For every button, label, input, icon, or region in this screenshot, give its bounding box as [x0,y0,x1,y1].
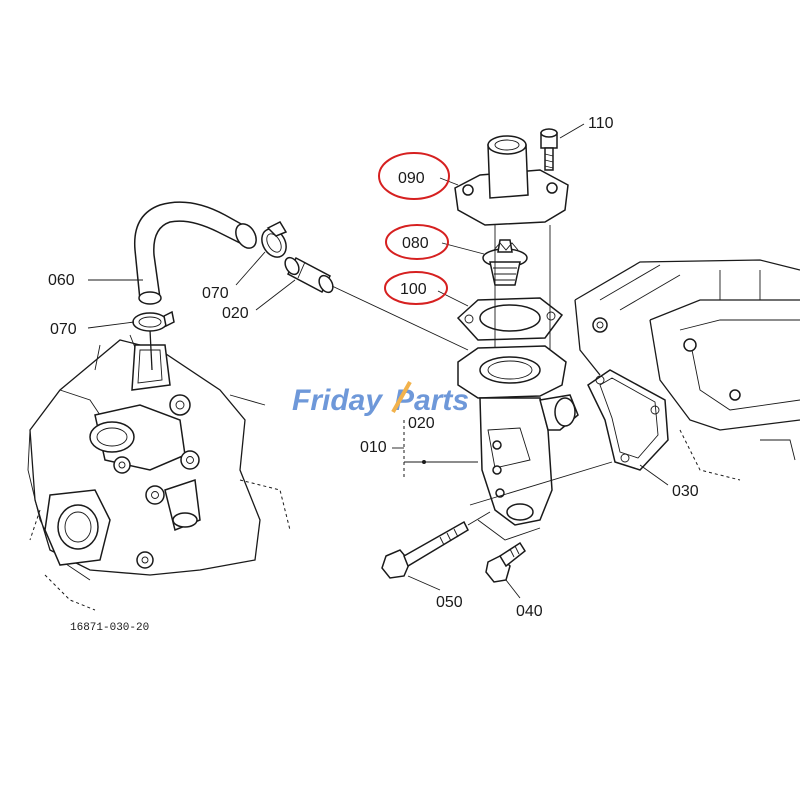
gasket-030 [587,369,669,471]
engine-block-right [574,259,800,481]
diagram-reference-code: 16871-030-20 [70,622,149,634]
label-070-upper: 070 [202,285,229,302]
label-080: 080 [402,235,429,252]
label-050: 050 [436,594,463,611]
gasket-100 [456,297,564,341]
engine-block-left [27,329,291,611]
thermostat-housing-010 [457,345,579,541]
label-110: 110 [588,115,614,132]
bolt-110 [540,128,558,171]
thermostat-cover-090 [454,135,569,226]
label-020-pipe: 020 [222,305,249,322]
label-040: 040 [516,603,543,620]
label-070-lower: 070 [50,321,77,338]
label-020-housing: 020 [408,415,435,432]
watermark-part1: Friday [292,384,383,417]
bolt-050 [381,511,491,579]
label-010: 010 [360,439,387,456]
thermostat-080 [482,239,528,286]
hose-clamp-070-lower [132,310,175,332]
hose-clamp-070-upper [261,221,288,258]
highlight-circle-080 [385,224,449,260]
highlight-circle-090 [378,152,450,200]
label-100: 100 [400,281,427,298]
label-030: 030 [672,483,699,500]
hose-060 [133,201,257,305]
bolt-040 [485,541,526,583]
label-060: 060 [48,272,75,289]
highlight-circle-100 [384,271,448,305]
pipe-020 [284,256,334,294]
label-090: 090 [398,170,425,187]
